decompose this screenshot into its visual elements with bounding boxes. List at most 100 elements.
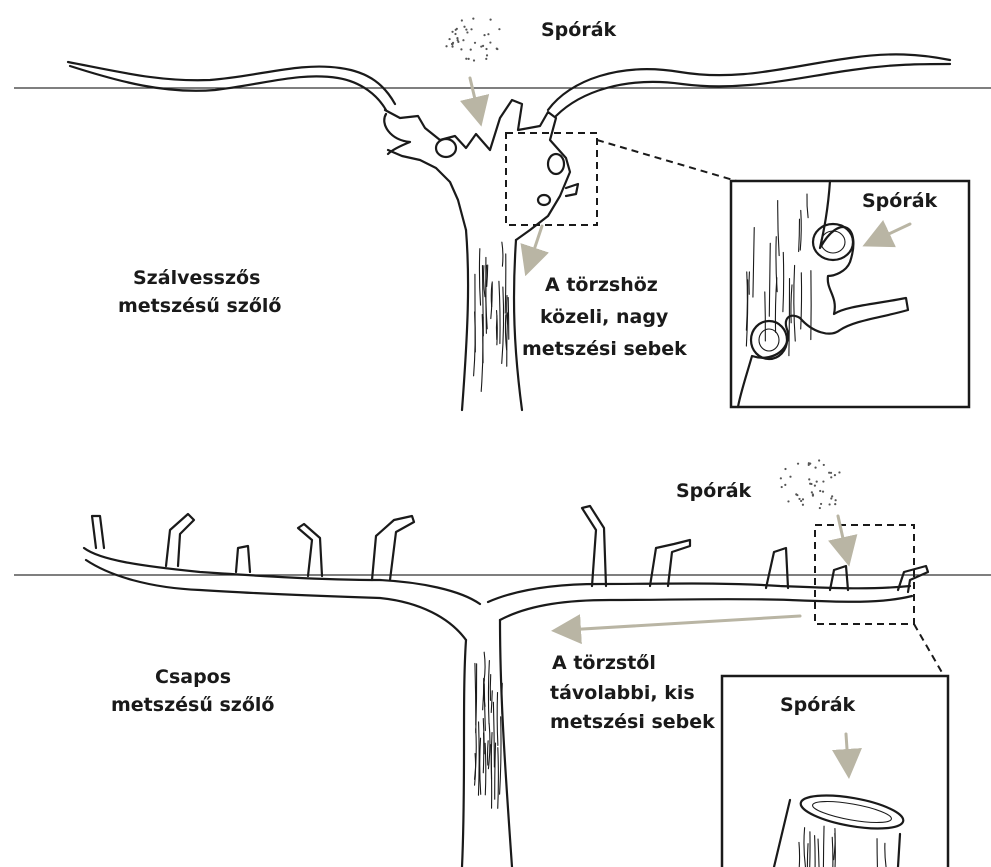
spore-dot: [470, 49, 472, 51]
spore-dot: [838, 471, 840, 473]
bottom-spore-cluster: [780, 459, 841, 509]
spore-dot: [485, 48, 487, 50]
wood-grain-line: [495, 743, 496, 799]
spore-dot: [834, 503, 836, 505]
spore-dot: [822, 480, 824, 482]
wood-grain-line: [475, 754, 476, 786]
top-vine-label-2: metszésű szőlő: [118, 295, 281, 317]
spore-dot: [820, 503, 822, 505]
spore-dot: [800, 500, 802, 502]
spore-dot: [454, 33, 456, 35]
spore-dot: [814, 466, 816, 468]
spore-dot: [810, 483, 812, 485]
wood-grain-line: [479, 249, 480, 305]
top-spore-cluster: [445, 18, 500, 62]
spore-dot: [451, 31, 453, 33]
top-trunk: [462, 230, 522, 410]
wood-grain-line: [481, 315, 483, 392]
wood-grain-line: [480, 738, 481, 794]
spore-dot: [445, 45, 447, 47]
wood-grain-line: [483, 678, 484, 709]
spore-dot: [486, 54, 488, 56]
spore-dot: [781, 486, 783, 488]
wood-grain-line: [496, 316, 497, 340]
spore-dot: [480, 45, 482, 47]
spore-dot: [828, 503, 830, 505]
top-spore-arrow: [470, 78, 478, 112]
bottom-wound-label-3: metszési sebek: [550, 711, 715, 733]
top-wound-2: [548, 154, 564, 174]
spore-dot: [831, 495, 833, 497]
spore-dot: [496, 48, 498, 50]
bottom-trunk: [462, 620, 512, 867]
top-left-cane: [68, 62, 395, 110]
spore-dot: [460, 48, 462, 50]
top-wound-label-3: metszési sebek: [522, 338, 687, 360]
spore-dot: [830, 497, 832, 499]
spore-dot: [823, 464, 825, 466]
wood-grain-line: [488, 661, 489, 724]
spore-dot: [465, 58, 467, 60]
wood-grain-line: [484, 266, 485, 297]
inset-bottom-spore-arrow: [846, 734, 848, 764]
wood-grain-line: [500, 717, 501, 794]
wood-grain-line: [475, 663, 476, 725]
spore-dot: [489, 19, 491, 21]
spore-dot: [457, 39, 459, 41]
bottom-panel: Spórák Csapos metszésű szőlő A törzstől …: [14, 459, 991, 867]
top-spores-label: Spórák: [541, 19, 617, 41]
spore-dot: [498, 28, 500, 30]
spore-dot: [462, 39, 464, 41]
spore-dot: [487, 33, 489, 35]
spore-dot: [465, 28, 467, 30]
wood-grain-line: [484, 684, 485, 731]
wood-grain-line: [823, 826, 824, 867]
wood-grain-line: [765, 292, 766, 341]
wood-grain-line: [507, 295, 508, 324]
spore-dot: [468, 58, 470, 60]
wood-grain-line: [478, 722, 479, 795]
top-wound-label-2: közeli, nagy: [540, 306, 669, 328]
spore-dot: [461, 19, 463, 21]
spore-dot: [489, 41, 491, 43]
spore-dot: [466, 31, 468, 33]
wood-grain-line: [488, 724, 490, 769]
top-wound-arrow: [530, 226, 542, 262]
spore-dot: [819, 490, 821, 492]
spore-dot: [452, 42, 454, 44]
spore-dot: [828, 472, 830, 474]
top-panel: Spórák Szálvesszős metszésű szőlő A törz…: [14, 18, 991, 410]
bottom-vine-label-1: Csapos: [155, 666, 231, 688]
spore-dot: [830, 476, 832, 478]
spore-dot: [483, 34, 485, 36]
spore-dot: [802, 504, 804, 506]
top-inset: Spórák: [731, 181, 969, 407]
wood-grain-line: [498, 748, 499, 809]
spore-dot: [451, 46, 453, 48]
top-vine-label-1: Szálvesszős: [133, 267, 260, 289]
wood-grain-line: [493, 702, 494, 767]
inset-top-spores-label: Spórák: [862, 190, 938, 212]
wood-grain-line: [488, 741, 489, 765]
inset-bottom-spores-label: Spórák: [780, 694, 856, 716]
wood-grain-line: [789, 279, 790, 356]
spore-dot: [456, 37, 458, 39]
spore-dot: [784, 484, 786, 486]
bottom-wound-arrow: [566, 616, 800, 630]
wood-grain-line: [505, 315, 506, 350]
bottom-spore-arrow: [838, 516, 846, 552]
spore-dot: [787, 500, 789, 502]
top-vine-head: [385, 100, 570, 240]
spore-dot: [797, 463, 799, 465]
spore-dot: [473, 59, 475, 61]
spore-dot: [474, 42, 476, 44]
wood-grain-line: [508, 298, 509, 340]
spore-dot: [798, 498, 800, 500]
spore-dot: [802, 498, 804, 500]
top-wound-label-1: A törzshöz: [545, 274, 658, 296]
spore-dot: [472, 18, 474, 20]
bottom-wound-label-2: távolabbi, kis: [550, 682, 695, 704]
wood-grain-line: [815, 836, 816, 867]
spore-dot: [822, 491, 824, 493]
wood-grain-line: [502, 287, 504, 363]
